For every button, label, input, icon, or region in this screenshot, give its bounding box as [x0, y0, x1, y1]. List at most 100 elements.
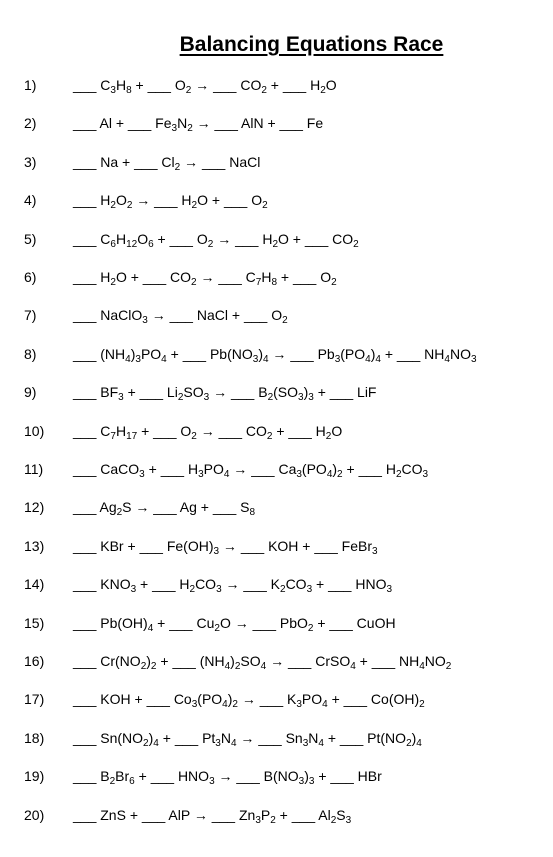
plus-sign: + [266, 77, 283, 93]
blank-line: ___ [243, 307, 272, 324]
formula: Pb3(PO4)4 [317, 345, 381, 365]
equation-text: ___ Sn(NO2)4 + ___ Pt3N4 → ___ Sn3N4 + _… [73, 728, 422, 749]
reaction-arrow: → [132, 192, 155, 209]
formula: O2 [196, 230, 214, 250]
blank-line: ___ [330, 768, 358, 785]
formula: CuOH [356, 614, 396, 631]
plus-sign: + [277, 269, 293, 285]
formula: Fe [306, 115, 324, 132]
blank-line: ___ [235, 230, 263, 247]
equation-row: 19)___ B2Br6 + ___ HNO3 → ___ B(NO3)3 + … [0, 766, 553, 788]
equation-row: 7) ___ NaClO3 → ___ NaCl + ___ O2 [0, 305, 553, 327]
reaction-arrow: → [214, 768, 237, 785]
formula: PbO2 [279, 614, 314, 634]
blank-line: ___ [223, 192, 252, 209]
equation-number: 2) [24, 115, 37, 132]
plus-sign: + [156, 653, 173, 669]
equation-row: 4) ___ H2O2 → ___ H2O + ___ O2 [0, 190, 553, 212]
formula: Sn(NO2)4 [100, 729, 159, 749]
formula: Sn3N4 [285, 729, 324, 749]
blank-line: ___ [73, 230, 101, 247]
blank-line: ___ [73, 729, 101, 746]
blank-line: ___ [147, 77, 175, 93]
blank-line: ___ [172, 653, 200, 669]
formula: C7H17 [100, 422, 138, 442]
plus-sign: + [327, 691, 344, 708]
blank-line: ___ [154, 192, 182, 209]
blank-line: ___ [73, 345, 101, 362]
formula: Zn3P2 [238, 806, 276, 826]
formula: H2CO3 [179, 576, 222, 596]
equation-row: 5)___ C6H12O6 + ___ O2 → ___ H2O + ___ C… [0, 229, 553, 250]
blank-line: ___ [73, 115, 100, 132]
blank-line: ___ [314, 537, 342, 554]
equation-text: ___ H2O2 → ___ H2O + ___ O2 [73, 190, 268, 212]
plus-sign: + [153, 230, 170, 247]
blank-line: ___ [73, 806, 101, 823]
equation-text: ___ NaClO3 → ___ NaCl + ___ O2 [73, 305, 288, 327]
plus-sign: + [131, 77, 148, 93]
formula: B(NO3)3 [263, 768, 315, 788]
plus-sign: + [125, 806, 142, 823]
formula: ZnS [100, 806, 126, 823]
equation-number: 1) [24, 77, 37, 93]
formula: HBr [357, 768, 382, 785]
formula: KNO3 [100, 576, 137, 596]
formula: K2CO3 [270, 576, 313, 596]
reaction-arrow: → [192, 115, 215, 132]
plus-sign: + [130, 691, 147, 708]
blank-line: ___ [174, 729, 203, 746]
equation-text: ___ KBr + ___ Fe(OH)3 → ___ KOH + ___ Fe… [73, 536, 378, 557]
worksheet-title-text: Balancing Equations Race [179, 33, 444, 56]
formula: BF3 [100, 384, 124, 404]
reaction-arrow: → [196, 269, 219, 285]
formula: CO2 [245, 422, 273, 442]
equation-number: 4) [24, 192, 37, 209]
plus-sign: + [313, 384, 330, 401]
formula: Cr(NO2)2 [100, 653, 157, 672]
blank-line: ___ [371, 653, 399, 669]
equation-number: 20) [24, 806, 45, 823]
plus-sign: + [137, 422, 154, 439]
plus-sign: + [355, 653, 372, 669]
blank-line: ___ [152, 576, 180, 593]
equation-row: 13)___ KBr + ___ Fe(OH)3 → ___ KOH + ___… [0, 536, 553, 557]
blank-line: ___ [73, 77, 101, 93]
formula: Fe3N2 [155, 115, 193, 135]
formula: C7H8 [245, 269, 278, 288]
blank-line: ___ [134, 153, 162, 170]
formula: O2 [271, 307, 288, 327]
plus-sign: + [272, 422, 289, 439]
formula: Cl2 [161, 153, 181, 173]
equation-text: ___ Pb(OH)4 + ___ Cu2O → ___ PbO2 + ___ … [73, 613, 396, 634]
equation-row: 6)___ H2O + ___ CO2 → ___ C7H8 + ___ O2 [0, 267, 553, 288]
blank-line: ___ [230, 384, 259, 401]
equation-row: 15)___ Pb(OH)4 + ___ Cu2O → ___ PbO2 + _… [0, 613, 553, 634]
plus-sign: + [123, 537, 140, 554]
blank-line: ___ [329, 614, 357, 631]
formula: O2 [251, 192, 268, 212]
formula: H2O [262, 230, 289, 250]
blank-line: ___ [290, 345, 318, 362]
plus-sign: + [126, 269, 143, 285]
blank-line: ___ [258, 729, 286, 746]
blank-line: ___ [339, 729, 368, 746]
plus-sign: + [288, 230, 305, 247]
blank-line: ___ [73, 461, 101, 477]
equation-number: 16) [24, 653, 45, 669]
equation-text: ___ (NH4)3PO4 + ___ Pb(NO3)4 → ___ Pb3(P… [73, 344, 477, 365]
plus-sign: + [342, 461, 359, 477]
blank-line: ___ [160, 461, 188, 477]
equation-number: 7) [24, 307, 37, 324]
equation-number: 18) [24, 729, 45, 746]
blank-line: ___ [73, 691, 101, 708]
blank-line: ___ [343, 691, 371, 708]
blank-line: ___ [240, 537, 269, 554]
blank-line: ___ [251, 461, 279, 477]
formula: AlP [168, 806, 190, 823]
blank-line: ___ [214, 115, 242, 132]
formula: Na [100, 153, 119, 170]
reaction-arrow: → [196, 422, 219, 439]
plus-sign: + [166, 345, 183, 362]
reaction-arrow: → [219, 537, 241, 554]
